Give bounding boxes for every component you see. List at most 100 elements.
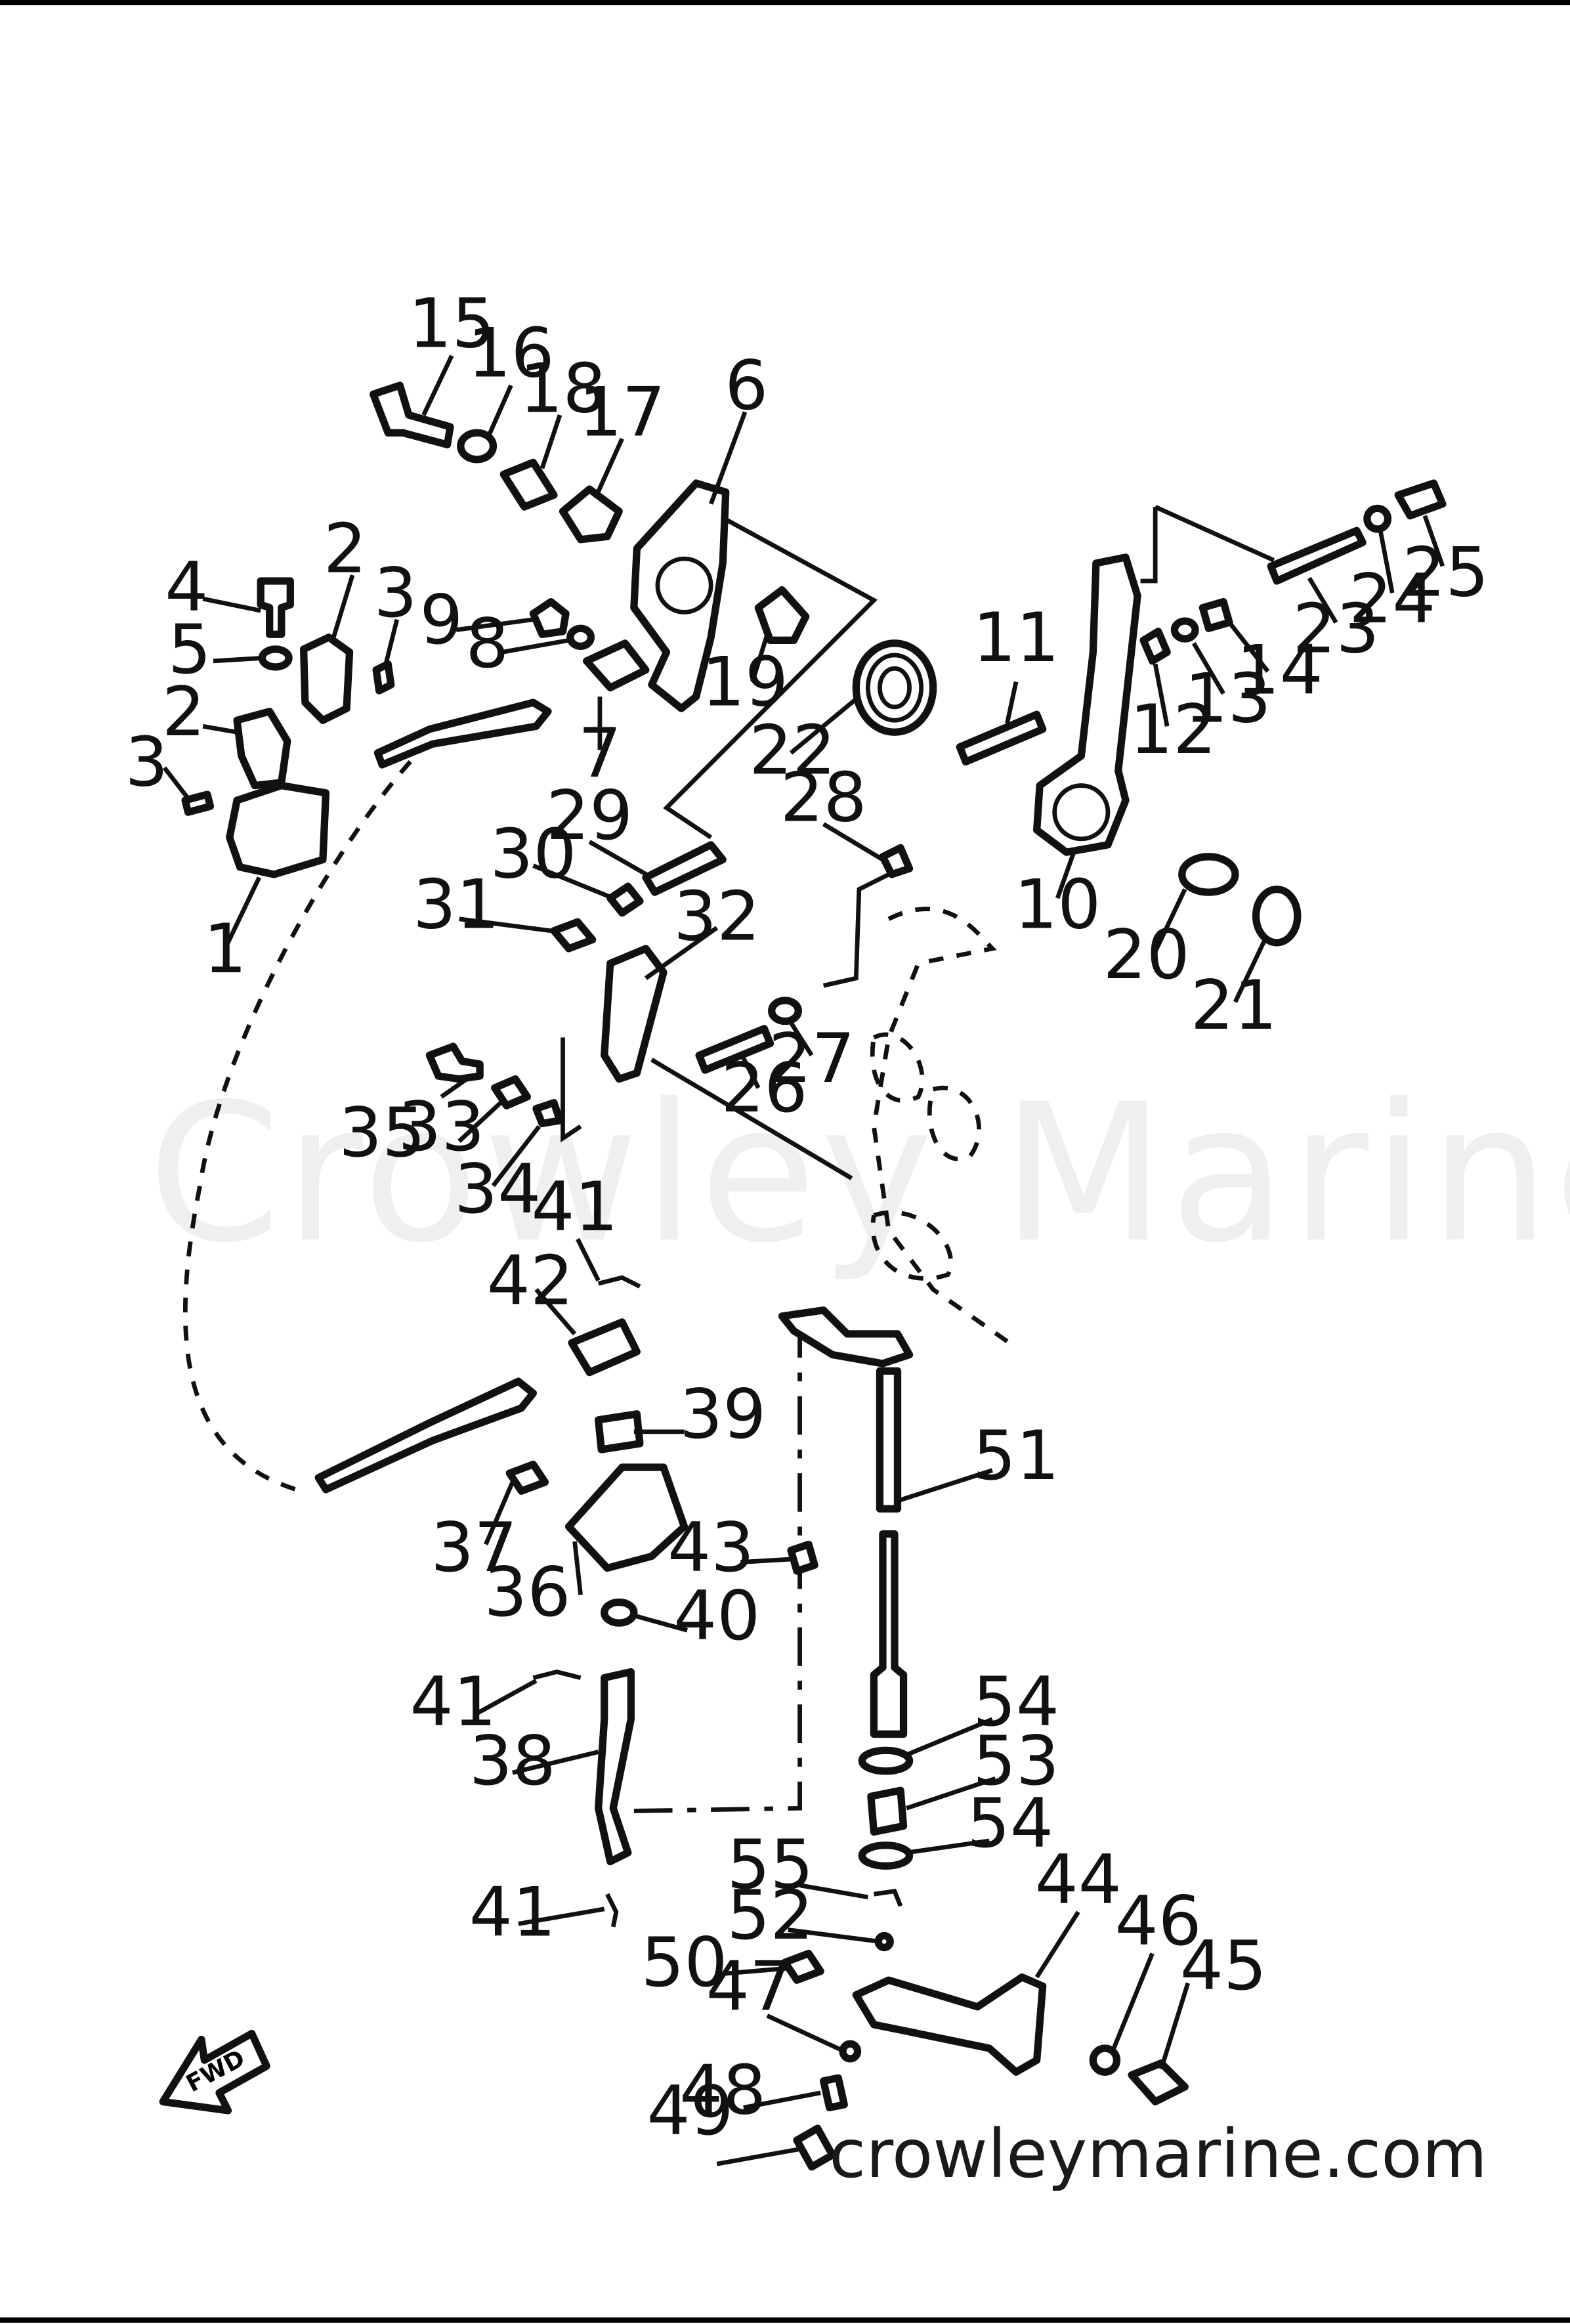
part-7-link — [582, 639, 650, 692]
callout-22: 22 — [749, 711, 836, 790]
part-31 — [550, 918, 597, 953]
part-28 — [879, 844, 914, 878]
callout-35: 35 — [339, 1094, 425, 1173]
callout-42: 42 — [487, 1242, 574, 1321]
callout-43: 43 — [668, 1509, 754, 1587]
callout-8: 8 — [465, 605, 509, 683]
callout-41-a: 41 — [532, 1168, 618, 1247]
part-3-pin-a — [372, 660, 395, 695]
part-2-upper — [299, 634, 354, 724]
part-46-washer — [1089, 2044, 1121, 2076]
part-17-bushing — [559, 485, 623, 544]
callout-47: 47 — [706, 1947, 793, 2026]
callout-46: 46 — [1115, 1882, 1202, 1961]
part-51-rod-upper — [876, 1367, 902, 1513]
callout-44: 44 — [1035, 1841, 1122, 1920]
part-36-bracket — [564, 1463, 689, 1572]
callout-41-c: 41 — [469, 1873, 556, 1952]
ref-line-23-10 — [1140, 505, 1275, 584]
callout-41-b: 41 — [410, 1663, 496, 1742]
callout-10: 10 — [1014, 865, 1101, 944]
part-8-washer — [566, 624, 595, 650]
bottom-border — [0, 2317, 1570, 2323]
callout-27: 27 — [769, 1020, 855, 1098]
callout-29: 29 — [546, 777, 633, 855]
part-49-plug — [793, 2124, 836, 2171]
callout-26: 26 — [721, 1049, 807, 1128]
callout-25: 25 — [1402, 534, 1489, 613]
part-4-bolt — [257, 577, 294, 638]
part-52-ball — [874, 1931, 894, 1952]
part-29-screw — [642, 841, 727, 896]
callout-36: 36 — [484, 1553, 570, 1632]
part-25-joint — [1394, 479, 1447, 520]
part-10-lever — [1032, 553, 1141, 856]
part-18-collar — [499, 458, 558, 511]
part-51-rod-lower — [870, 1530, 908, 1738]
part-23-rod — [1267, 527, 1367, 585]
cable-end-lower — [314, 1377, 538, 1494]
part-27-nut — [768, 997, 802, 1025]
callout-20: 20 — [1103, 916, 1190, 995]
part-14-collar — [1199, 597, 1233, 632]
part-6-cam-hub — [655, 556, 713, 614]
callout-34: 34 — [454, 1150, 541, 1229]
watermark: Crowley Marine — [148, 1064, 1570, 1285]
part-20-washer — [1178, 853, 1239, 896]
callout-52: 52 — [727, 1876, 813, 1955]
part-39-bushing — [595, 1410, 644, 1453]
callout-3-b: 3 — [125, 723, 168, 802]
part-1-bracket — [226, 781, 330, 878]
callout-2-a: 2 — [324, 509, 367, 588]
part-41-clip-upper — [597, 1275, 641, 1289]
part-55-clip — [873, 1889, 903, 1907]
callout-9: 9 — [419, 581, 463, 660]
part-30-nut — [606, 882, 644, 917]
part-13-washer — [1170, 617, 1199, 643]
callout-54-a: 54 — [973, 1663, 1059, 1742]
ref-line-32-body — [650, 1058, 853, 1180]
callout-17: 17 — [579, 374, 666, 452]
part-45-bolt — [1128, 2059, 1189, 2105]
part-10-lever-hub — [1052, 783, 1111, 842]
part-26-screw — [695, 1025, 774, 1074]
callout-21: 21 — [1191, 966, 1277, 1045]
part-9-nut — [529, 597, 570, 638]
part-40-washer — [601, 1598, 638, 1627]
callout-49: 49 — [647, 2072, 734, 2151]
part-42-joint — [568, 1318, 641, 1377]
part-54-washer-lower — [858, 1841, 914, 1870]
part-19 — [754, 586, 810, 644]
callout-45: 45 — [1180, 1927, 1267, 2006]
part-48-spring — [820, 2074, 848, 2112]
callout-5: 5 — [168, 611, 211, 689]
part-24-nut — [1363, 504, 1392, 533]
part-35-bolt — [425, 1043, 484, 1083]
part-11-screw — [956, 710, 1047, 766]
callout-1: 1 — [203, 910, 247, 989]
callout-3-a: 3 — [373, 554, 417, 633]
callout-54-b: 54 — [967, 1784, 1053, 1863]
part-41-clip-lower — [605, 1893, 619, 1927]
callout-50: 50 — [641, 1924, 728, 2002]
callout-31: 31 — [413, 865, 499, 944]
callout-38: 38 — [469, 1722, 556, 1801]
callout-12: 12 — [1130, 691, 1216, 769]
callout-11: 11 — [973, 599, 1059, 678]
part-37-bolt — [505, 1460, 549, 1495]
callout-13: 13 — [1185, 659, 1271, 738]
callout-2-b: 2 — [162, 673, 205, 752]
part-54-washer-upper — [858, 1746, 914, 1775]
part-12 — [1139, 628, 1171, 665]
callout-23: 23 — [1292, 590, 1379, 668]
callout-30: 30 — [490, 815, 576, 894]
fwd-direction-arrow: FWD — [159, 2029, 270, 2115]
shift-rod-line — [622, 1319, 802, 1814]
part-21-washer — [1252, 885, 1302, 947]
part-2-lower — [233, 708, 291, 790]
part-34-clip — [532, 1099, 564, 1127]
part-38-rod — [595, 1668, 635, 1866]
callout-4: 4 — [165, 548, 208, 627]
callout-6: 6 — [725, 347, 768, 425]
part-33-bushing — [491, 1075, 531, 1109]
